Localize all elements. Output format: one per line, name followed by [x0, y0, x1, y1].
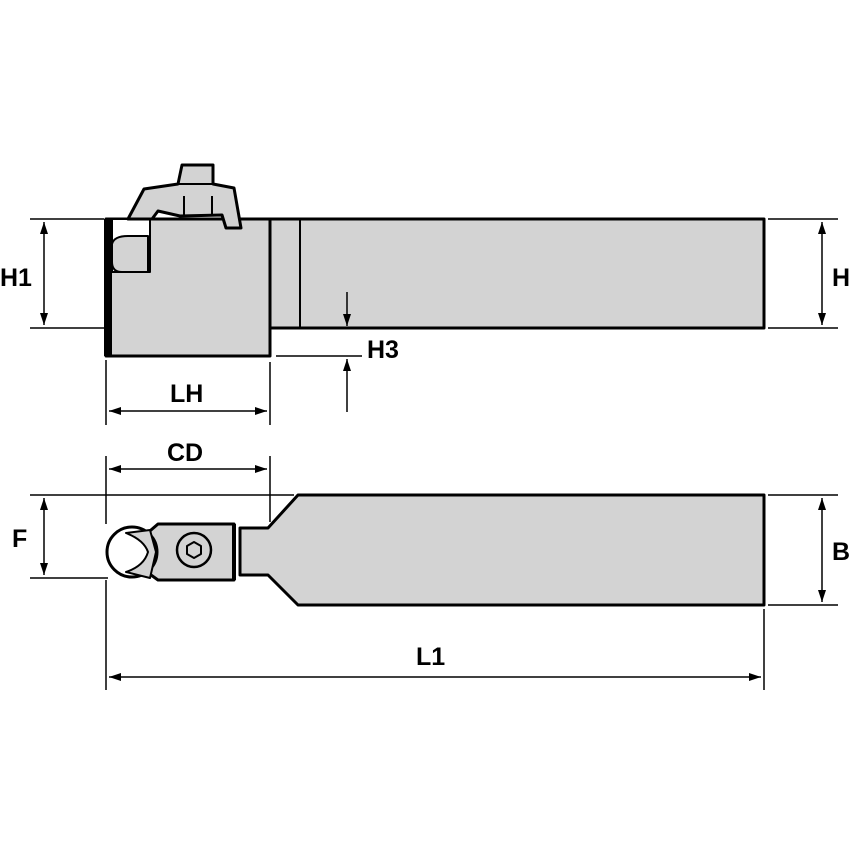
f-label: F: [12, 525, 27, 553]
lh-label: LH: [170, 380, 203, 408]
clamp-screw: [175, 531, 213, 569]
h-label: H: [832, 264, 850, 292]
l1-label: L1: [416, 643, 445, 671]
top-view: [105, 493, 766, 607]
front-edge: [104, 219, 112, 356]
hex-socket-icon: [186, 541, 202, 559]
side-dimensions: [30, 218, 838, 425]
round-insert-shade: [125, 529, 157, 579]
cd-label: CD: [167, 439, 203, 467]
side-view: [104, 163, 766, 358]
side-shank: [268, 217, 766, 330]
top-dimensions: [30, 456, 838, 690]
round-insert-side: [111, 235, 149, 273]
h1-label: H1: [0, 264, 32, 292]
top-shank: [238, 493, 766, 607]
h3-label: H3: [367, 336, 399, 364]
b-label: B: [832, 538, 850, 566]
